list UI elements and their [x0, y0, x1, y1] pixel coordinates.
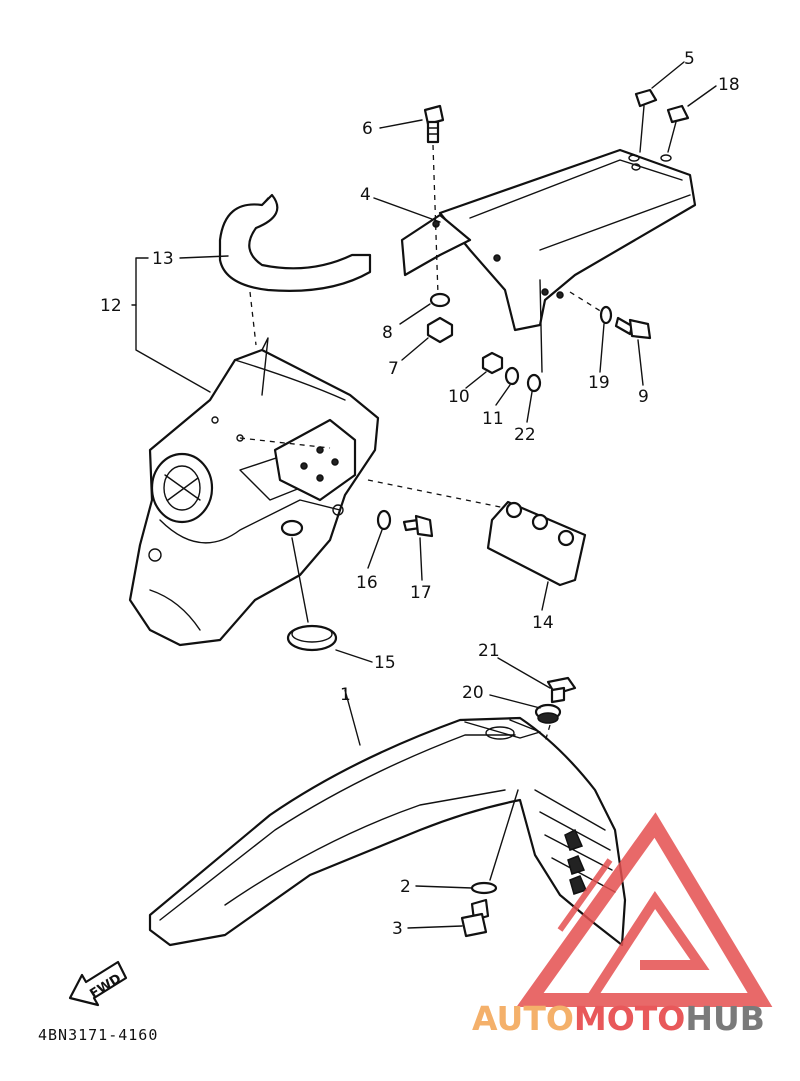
bracket-part-13: [218, 193, 372, 292]
bolt-part-6: [423, 104, 445, 296]
callout-21: 21: [478, 641, 500, 661]
callout-16: 16: [356, 573, 378, 593]
leader-lines: [131, 61, 717, 929]
nut-part-10: [481, 351, 504, 375]
collar-part-20: [534, 703, 562, 724]
callout-19: 19: [588, 373, 610, 393]
washer-part-19: [599, 305, 613, 325]
callout-20: 20: [462, 683, 484, 703]
callout-13: 13: [152, 249, 174, 269]
cap-part-5: [634, 88, 658, 108]
nut-part-7: [426, 316, 454, 344]
bolt-part-9: [614, 316, 652, 340]
callout-5: 5: [684, 49, 695, 69]
callout-9: 9: [638, 387, 649, 407]
callout-7: 7: [388, 359, 399, 379]
washer-part-11: [504, 366, 520, 386]
washer-part-8: [429, 292, 451, 308]
washer-part-2: [470, 881, 498, 895]
callout-3: 3: [392, 919, 403, 939]
callout-1: 1: [340, 685, 351, 705]
bolt-part-3: [460, 898, 490, 938]
part-code: 4BN3171-4160: [38, 1026, 158, 1044]
bolt-part-21: [546, 676, 577, 704]
watermark-logo: [516, 812, 773, 1007]
callout-labels: 1 2 3 4 5 6 7 8 9 10 11 12 13 14 15 16 1…: [100, 49, 740, 939]
callout-17: 17: [410, 583, 432, 603]
grommet-part-15: [286, 624, 338, 652]
callout-6: 6: [362, 119, 373, 139]
callout-2: 2: [400, 877, 411, 897]
screw-part-17: [402, 514, 434, 538]
callout-18: 18: [718, 75, 740, 95]
callout-22: 22: [514, 425, 536, 445]
callout-10: 10: [448, 387, 470, 407]
clip-part-18: [666, 104, 690, 124]
washer-part-22: [526, 373, 542, 393]
callout-14: 14: [532, 613, 554, 633]
front-fender-part-1: [148, 716, 627, 947]
callout-8: 8: [382, 323, 393, 343]
washer-part-16: [376, 509, 392, 531]
callout-11: 11: [482, 409, 504, 429]
fwd-arrow-icon: FWD: [68, 960, 128, 1007]
watermark-text: AUTOMOTOHUB: [472, 999, 765, 1038]
callout-12: 12: [100, 296, 122, 316]
housing-part-12: [128, 337, 380, 647]
callout-15: 15: [374, 653, 396, 673]
callout-4: 4: [360, 185, 371, 205]
plate-part-14: [486, 500, 587, 587]
